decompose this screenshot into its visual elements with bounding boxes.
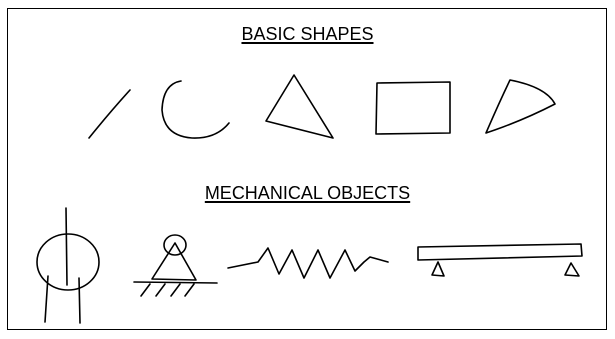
basic-shapes-title: BASIC SHAPES [241, 24, 374, 44]
diagram-frame [7, 8, 607, 330]
shape-triangle [265, 74, 334, 139]
mechanical-objects-title: MECHANICAL OBJECTS [204, 183, 411, 203]
object-spring [227, 247, 389, 279]
object-beam [417, 243, 583, 277]
object-pin-support [133, 234, 218, 297]
shape-arc [161, 80, 230, 139]
object-wheel-axle [36, 207, 100, 324]
shape-line [88, 89, 131, 139]
shape-quadrilateral [485, 79, 556, 134]
shape-rectangle [375, 81, 451, 135]
